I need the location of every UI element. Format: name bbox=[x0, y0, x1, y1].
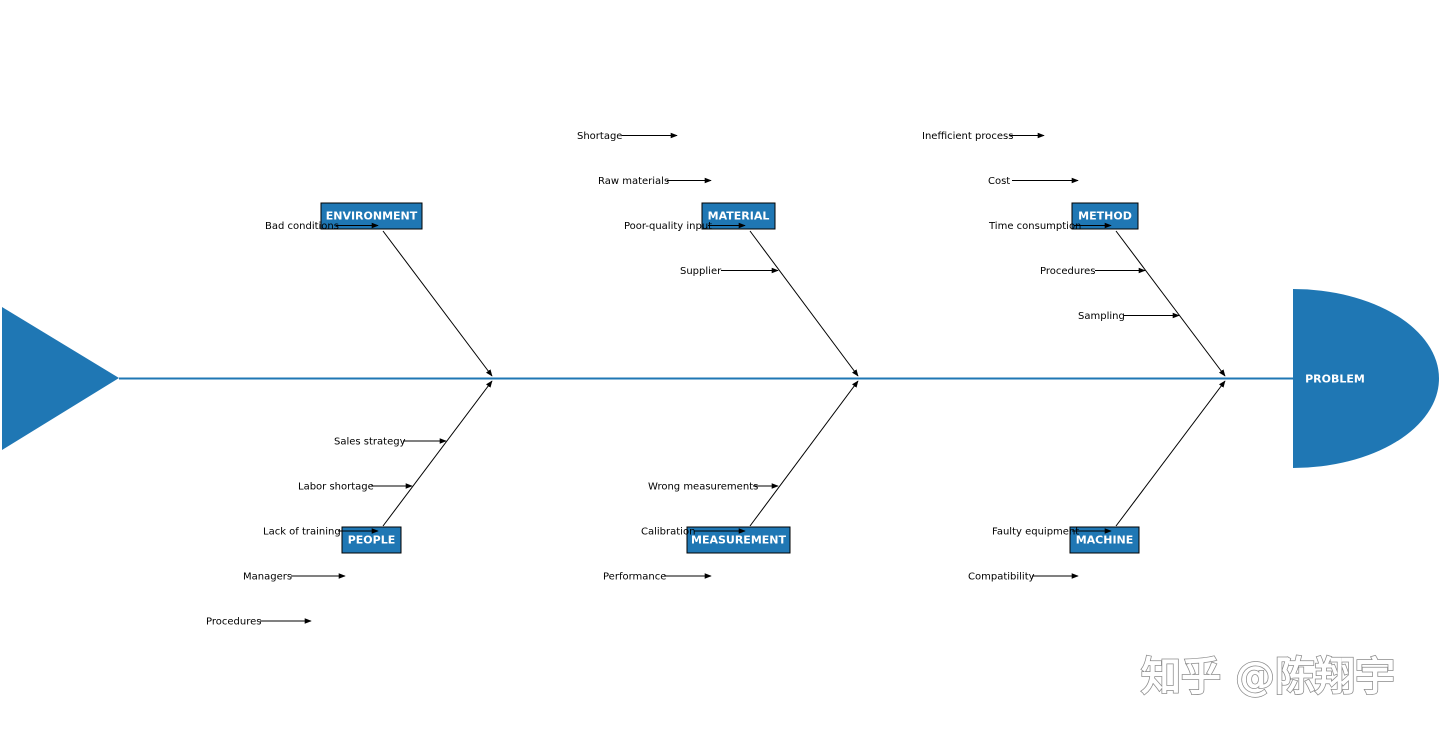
category-label-method: METHOD bbox=[1078, 210, 1132, 223]
category-material: MATERIAL Shortage Raw materials Poor-qua… bbox=[577, 131, 859, 377]
cause-label: Shortage bbox=[577, 131, 622, 142]
cause-label: Performance bbox=[603, 572, 666, 583]
cause-label: Faulty equipment bbox=[992, 527, 1079, 538]
bone-material bbox=[749, 230, 859, 377]
category-method: METHOD Inefficient process Cost Time con… bbox=[922, 131, 1226, 377]
bone-environment bbox=[382, 230, 493, 377]
category-measurement: MEASUREMENT Wrong measurements Calibrati… bbox=[603, 380, 859, 583]
category-box-environment bbox=[320, 202, 423, 230]
cause-label: Sampling bbox=[1078, 311, 1125, 322]
cause-label: Supplier bbox=[680, 266, 722, 277]
category-label-people: PEOPLE bbox=[348, 534, 396, 547]
cause-label: Lack of training bbox=[263, 527, 341, 538]
cause-label: Bad conditions bbox=[265, 221, 339, 232]
category-label-material: MATERIAL bbox=[708, 210, 770, 223]
category-machine: MACHINE Faulty equipment Compatibility bbox=[968, 380, 1226, 583]
cause-label: Poor-quality input bbox=[624, 221, 712, 232]
cause-label: Labor shortage bbox=[298, 482, 374, 493]
cause-label: Inefficient process bbox=[922, 131, 1013, 142]
cause-label: Procedures bbox=[1040, 266, 1095, 277]
cause-label: Procedures bbox=[206, 617, 261, 628]
cause-label: Raw materials bbox=[598, 176, 669, 187]
watermark: 知乎 @陈翔宇 bbox=[1141, 654, 1395, 700]
category-environment: ENVIRONMENT Bad conditions bbox=[265, 202, 493, 377]
cause-label: Compatibility bbox=[968, 572, 1035, 583]
cause-label: Cost bbox=[988, 176, 1010, 187]
cause-label: Wrong measurements bbox=[648, 482, 758, 493]
fish-head bbox=[1293, 289, 1439, 468]
cause-label: Sales strategy bbox=[334, 437, 406, 448]
bone-machine bbox=[1115, 380, 1226, 527]
cause-label: Time consumption bbox=[988, 221, 1081, 232]
bone-people bbox=[382, 380, 493, 527]
category-label-measurement: MEASUREMENT bbox=[691, 534, 786, 547]
category-label-environment: ENVIRONMENT bbox=[326, 210, 418, 223]
fish-tail bbox=[2, 307, 119, 450]
cause-label: Managers bbox=[243, 572, 292, 583]
bone-measurement bbox=[749, 380, 859, 527]
category-people: PEOPLE Sales strategy Labor shortage Lac… bbox=[206, 380, 493, 628]
bone-method bbox=[1115, 230, 1226, 377]
category-box-material bbox=[701, 202, 776, 230]
cause-label: Calibration bbox=[641, 527, 695, 538]
problem-label: PROBLEM bbox=[1305, 373, 1365, 386]
category-label-machine: MACHINE bbox=[1076, 534, 1134, 547]
